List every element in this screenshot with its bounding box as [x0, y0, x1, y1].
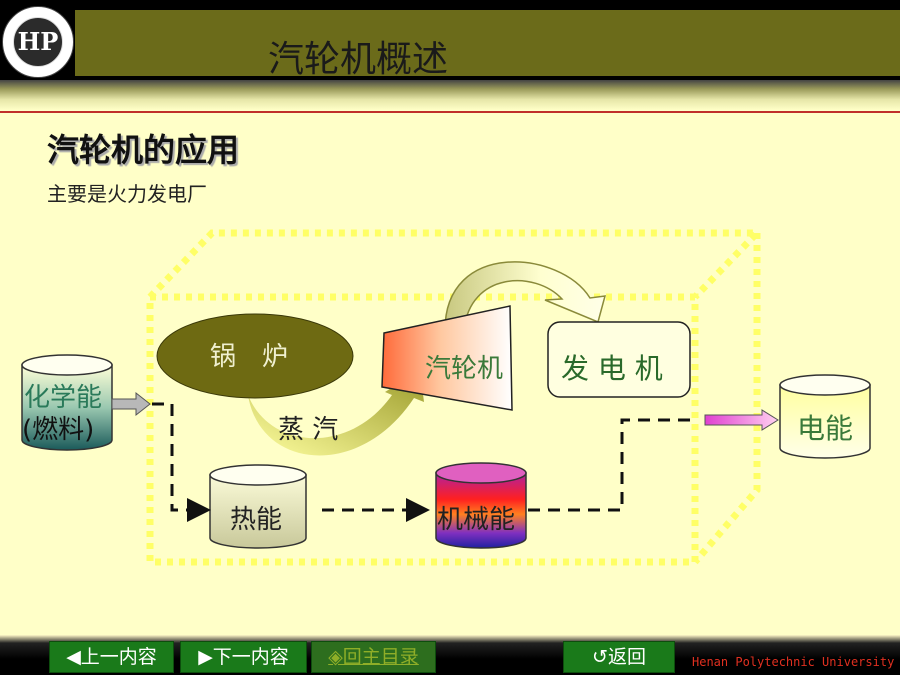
fuel-label-line1: 化学能: [24, 383, 102, 413]
shaft-arrow: [444, 261, 607, 331]
steam-arrow: [248, 370, 424, 456]
generator-label: 发 电 机: [561, 352, 663, 385]
fuel-label-line2: (燃料): [22, 415, 94, 445]
title-panel: [75, 10, 900, 76]
header-divider: [0, 111, 900, 113]
intro-text: 主要是火力发电厂: [47, 182, 207, 206]
logo-emblem: HP: [13, 17, 63, 67]
heat-label: 热能: [230, 505, 282, 535]
system-boundary-box: [146, 229, 766, 566]
boiler-shape: [156, 313, 354, 399]
prev-content-button[interactable]: ◀上一内容: [49, 641, 174, 673]
university-logo: HP: [2, 6, 74, 78]
boiler-label: 锅 炉: [210, 342, 288, 372]
fuel-cylinder: [21, 354, 113, 451]
back-button[interactable]: ↺返回: [563, 641, 675, 673]
next-content-button[interactable]: ▶下一内容: [180, 641, 307, 673]
mechanical-cylinder: [435, 462, 527, 549]
turbine-label: 汽轮机: [425, 354, 503, 384]
mechanical-label: 机械能: [437, 505, 515, 535]
steam-label: 蒸 汽: [278, 415, 338, 445]
generator-shape: [547, 321, 691, 398]
electric-arrow: [704, 409, 779, 431]
section-heading: 汽轮机的应用: [47, 131, 240, 169]
turbine-shape: [381, 305, 513, 411]
electric-cylinder: [779, 374, 871, 459]
electric-label: 电能: [797, 412, 853, 445]
heat-cylinder: [209, 464, 307, 549]
page-title: 汽轮机概述: [268, 39, 449, 80]
logo-mark: HP: [17, 27, 59, 56]
university-name: Henan Polytechnic University: [692, 655, 895, 669]
flow-fuel-to-heat: [152, 402, 211, 522]
main-menu-link[interactable]: ◈回主目录: [311, 641, 436, 673]
fuel-arrow: [111, 391, 151, 417]
header-gradient-band: [0, 80, 900, 110]
flow-mechanical-to-output: [528, 418, 690, 512]
